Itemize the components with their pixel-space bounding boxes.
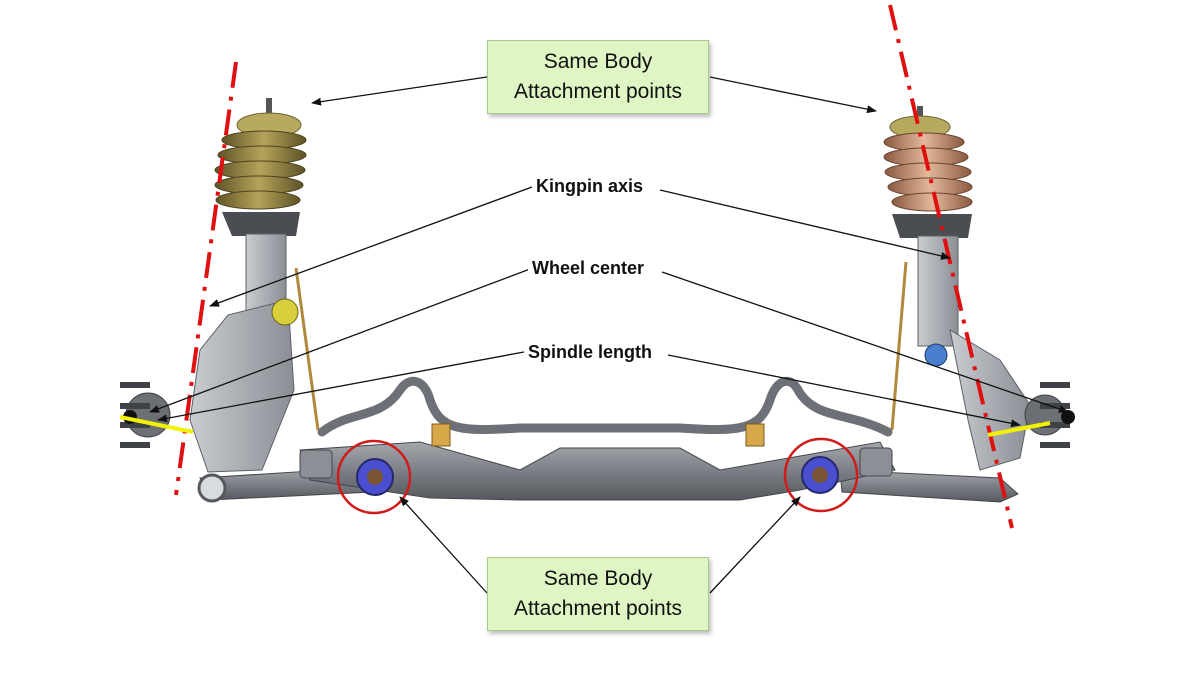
arrow-bottom-callout-right [709,496,801,594]
right-knuckle [949,328,1031,471]
top-callout-line2: Attachment points [513,80,683,103]
right-sway-bar-bracket [745,423,765,447]
wheel-center-label: Wheel center [528,258,649,279]
right-kingpin-axis-line [888,4,1014,529]
arrow-kingpin-right [659,189,951,260]
right-sway-link [890,261,908,431]
left-spring-seat [222,212,300,236]
top-attachment-callout: Same Body Attachment points [487,40,709,114]
right-bushing-core [812,467,828,483]
right-strut-assembly [883,106,1075,471]
bottom-callout-line2: Attachment points [513,597,683,620]
kingpin-axis-label: Kingpin axis [532,176,648,197]
leader-arrows [149,76,1069,594]
left-ball-joint [197,473,227,503]
right-wheel-studs [1040,382,1070,448]
arrow-top-callout-left [311,76,488,106]
right-hub [1024,394,1066,436]
arrow-wheel-center-left [149,268,531,413]
arrow-top-callout-right [709,76,877,114]
top-callout-line1: Same Body [543,50,653,73]
right-mount-bracket [859,447,893,477]
left-strut-assembly [120,98,320,473]
left-bushing-core [367,469,383,485]
left-attachment-highlight-circle [336,439,412,515]
left-kingpin-axis-line [174,61,238,496]
left-spindle-line [119,415,194,434]
right-spring-seat [892,214,972,238]
right-strut-body [917,235,959,347]
left-mount-bracket [299,449,333,479]
left-strut-rod [266,98,272,120]
spindle-length-label: Spindle length [524,342,656,363]
left-wheel-studs [120,382,150,448]
bottom-callout-line1: Same Body [543,567,653,590]
left-knuckle [189,299,295,473]
arrow-bottom-callout-left [399,496,488,594]
left-coil-spring [214,130,307,210]
sway-bar [317,376,893,437]
right-strut-rod [917,106,923,124]
right-spindle-line [987,421,1051,437]
right-coil-spring [883,132,973,212]
arrow-spindle-right [667,354,1021,428]
arrow-spindle-left [157,351,525,423]
arrow-wheel-center-right [661,271,1069,413]
bottom-attachment-callout: Same Body Attachment points [487,557,709,631]
subframe-assembly [197,376,1019,503]
left-sway-link-joint [271,298,299,326]
arrow-kingpin-left [209,186,533,307]
right-lower-control-arm [839,469,1019,503]
left-sway-link [294,267,320,431]
left-sway-bar-bracket [431,423,451,447]
right-bump-stop [924,343,948,367]
right-attachment-highlight-circle [783,437,859,513]
right-wheel-center-dot [1061,410,1075,424]
